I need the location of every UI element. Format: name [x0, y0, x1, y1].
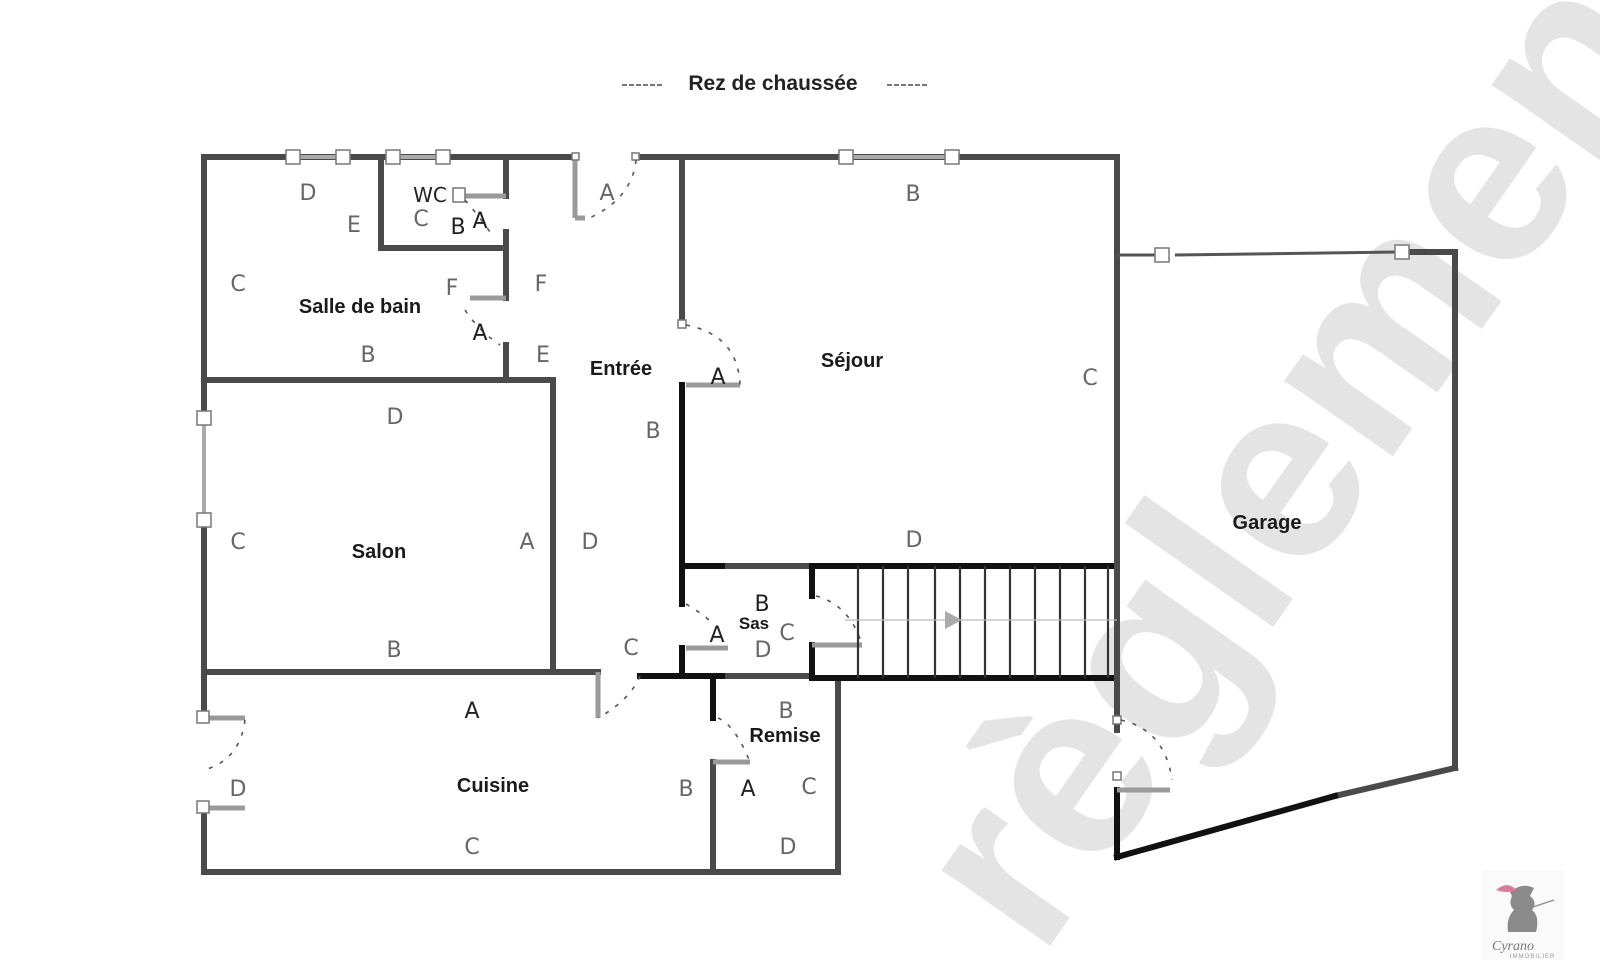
- room-remise: Remise: [749, 725, 820, 747]
- windows: [196, 149, 1410, 814]
- room-sejour: Séjour: [821, 350, 883, 372]
- wall-letter: A: [464, 699, 479, 724]
- wall-letter: F: [446, 276, 459, 301]
- wall-letter: D: [387, 405, 404, 430]
- logo-subtitle: IMMOBILIER: [1510, 954, 1555, 960]
- wall-letter: E: [536, 343, 550, 368]
- wall-letter: B: [905, 182, 920, 207]
- walls: [201, 154, 1459, 875]
- wall-letter: D: [582, 530, 599, 555]
- room-salon: Salon: [352, 541, 406, 563]
- wall-letter: B: [778, 699, 793, 724]
- wall-letter: C: [1082, 366, 1097, 391]
- wall-letter: F: [535, 272, 548, 297]
- wall-letter: C: [464, 835, 479, 860]
- wall-letter: A: [599, 181, 614, 206]
- stair-direction-arrow-icon: [945, 611, 962, 629]
- wall-letter: A: [740, 777, 755, 802]
- wall-letter: D: [906, 528, 923, 553]
- wall-letter: A: [709, 623, 724, 648]
- wall-letter: B: [645, 419, 660, 444]
- staircase: [845, 566, 1117, 678]
- logo-name: Cyrano: [1492, 939, 1534, 954]
- wall-letter: C: [801, 775, 816, 800]
- wall-letter: C: [230, 530, 245, 555]
- wall-letter: B: [450, 215, 465, 240]
- wall-letter: A: [472, 321, 487, 346]
- wall-letter: C: [230, 272, 245, 297]
- room-salle-de-bain: Salle de bain: [299, 296, 421, 318]
- wall-letter: D: [780, 835, 797, 860]
- wall-letter: D: [755, 638, 772, 663]
- floor-title-text: Rez de chaussée: [688, 72, 857, 95]
- room-sas: Sas: [739, 614, 769, 633]
- musketeer-silhouette-icon: [1496, 885, 1555, 932]
- wall-letter: E: [347, 213, 361, 238]
- room-garage: Garage: [1233, 512, 1302, 534]
- door-swings: [203, 159, 1173, 781]
- wall-letter: A: [710, 365, 725, 390]
- wall-letter: B: [678, 777, 693, 802]
- wall-letter: B: [754, 592, 769, 617]
- wall-letter: A: [472, 209, 487, 234]
- room-labels: Salle de bain WC Entrée Séjour Salon Sas…: [299, 183, 1302, 797]
- wall-letter: B: [360, 343, 375, 368]
- wall-letter: C: [623, 636, 638, 661]
- wall-letter: D: [230, 777, 247, 802]
- room-cuisine: Cuisine: [457, 775, 529, 797]
- wall-letter: C: [413, 207, 428, 232]
- cyrano-logo: Cyrano IMMOBILIER: [1482, 870, 1564, 960]
- wall-letter: B: [386, 638, 401, 663]
- room-wc: WC: [413, 183, 447, 207]
- wall-letter: D: [300, 181, 317, 206]
- wall-letter: C: [779, 621, 794, 646]
- wall-letter: A: [519, 530, 534, 555]
- floor-title: Rez de chaussée: [622, 72, 927, 95]
- room-entree: Entrée: [590, 358, 652, 380]
